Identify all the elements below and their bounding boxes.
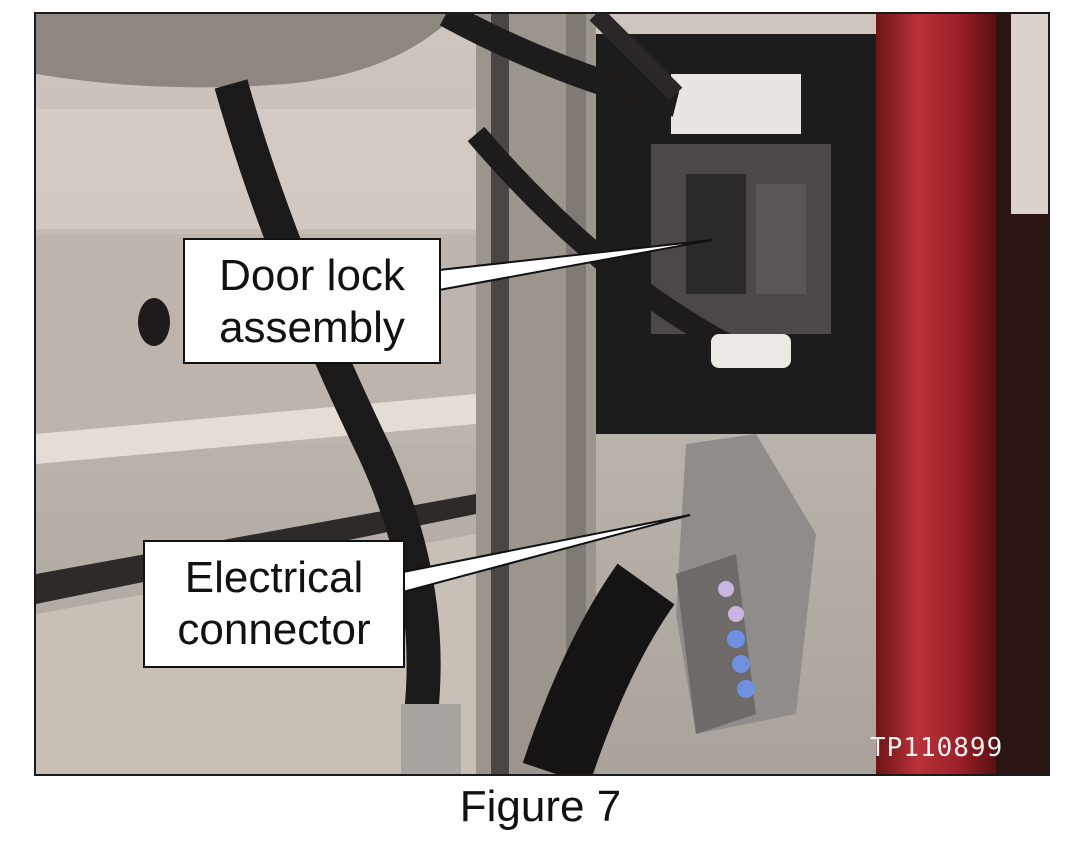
connector-pointer: [402, 514, 691, 594]
photo-code: TP110899: [870, 733, 1004, 763]
callout-line: Door lock: [219, 251, 405, 300]
electrical-connector-callout: Electrical connector: [143, 540, 405, 668]
callout-line: connector: [177, 605, 371, 654]
callout-line: Electrical: [184, 553, 364, 602]
figure-caption: Figure 7: [459, 782, 622, 831]
callout-line: assembly: [219, 303, 405, 352]
door-lock-pointer: [438, 239, 713, 292]
door-lock-assembly-callout: Door lock assembly: [183, 238, 441, 364]
